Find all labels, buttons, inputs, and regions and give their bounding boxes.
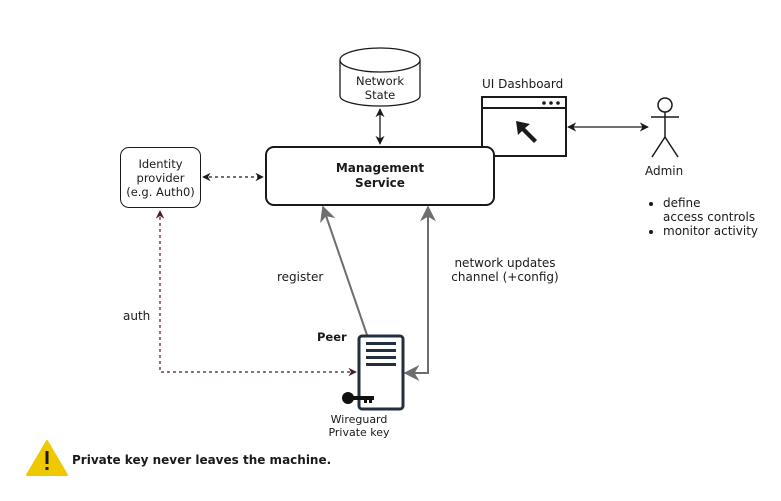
identity-provider-line2: provider bbox=[136, 170, 185, 185]
network-state-line1: Network bbox=[355, 74, 405, 88]
wireguard-key-label: Wireguard Private key bbox=[324, 413, 394, 439]
identity-provider-line1: Identity bbox=[138, 156, 183, 171]
warning-icon bbox=[26, 440, 68, 476]
cursor-arrow-icon bbox=[516, 121, 537, 143]
admin-person-icon bbox=[651, 97, 679, 158]
wireguard-key-line2: Private key bbox=[328, 426, 390, 439]
edge-register bbox=[320, 205, 368, 336]
network-updates-line2: channel (+config) bbox=[451, 270, 559, 284]
admin-duty-text: monitor activity bbox=[663, 224, 758, 238]
admin-label: Admin bbox=[645, 164, 684, 178]
network-updates-line1: network updates bbox=[454, 256, 556, 270]
admin-duty-item: define access controls bbox=[663, 196, 758, 224]
identity-provider-node[interactable]: Identity provider (e.g. Auth0) bbox=[120, 147, 201, 208]
ui-dashboard-window-icon bbox=[481, 96, 567, 157]
network-state-database-icon bbox=[339, 47, 421, 107]
management-service-line1: Management bbox=[335, 161, 425, 175]
warning-note-text: Private key never leaves the machine. bbox=[72, 453, 332, 467]
management-service-node[interactable]: Management Service bbox=[265, 146, 495, 206]
admin-duty-text: access controls bbox=[663, 210, 756, 224]
key-icon bbox=[342, 392, 374, 404]
admin-duty-item: monitor activity bbox=[663, 224, 758, 238]
auth-edge-label: auth bbox=[123, 309, 151, 323]
register-edge-label: register bbox=[277, 270, 324, 284]
edge-network-updates bbox=[403, 205, 436, 381]
peer-label: Peer bbox=[317, 330, 347, 344]
management-service-line2: Service bbox=[355, 176, 405, 190]
network-state-line2: State bbox=[364, 88, 396, 102]
edge-auth bbox=[155, 210, 357, 377]
identity-provider-line3: (e.g. Auth0) bbox=[126, 184, 195, 199]
wireguard-key-line1: Wireguard bbox=[330, 413, 388, 426]
network-updates-edge-label: network updates channel (+config) bbox=[445, 256, 565, 284]
network-state-label: Network State bbox=[350, 74, 410, 102]
ui-dashboard-title: UI Dashboard bbox=[482, 77, 564, 91]
peer-server-icon bbox=[357, 334, 405, 411]
admin-duties-list: define access controls monitor activity bbox=[645, 196, 758, 238]
admin-duty-text: define bbox=[663, 196, 701, 210]
